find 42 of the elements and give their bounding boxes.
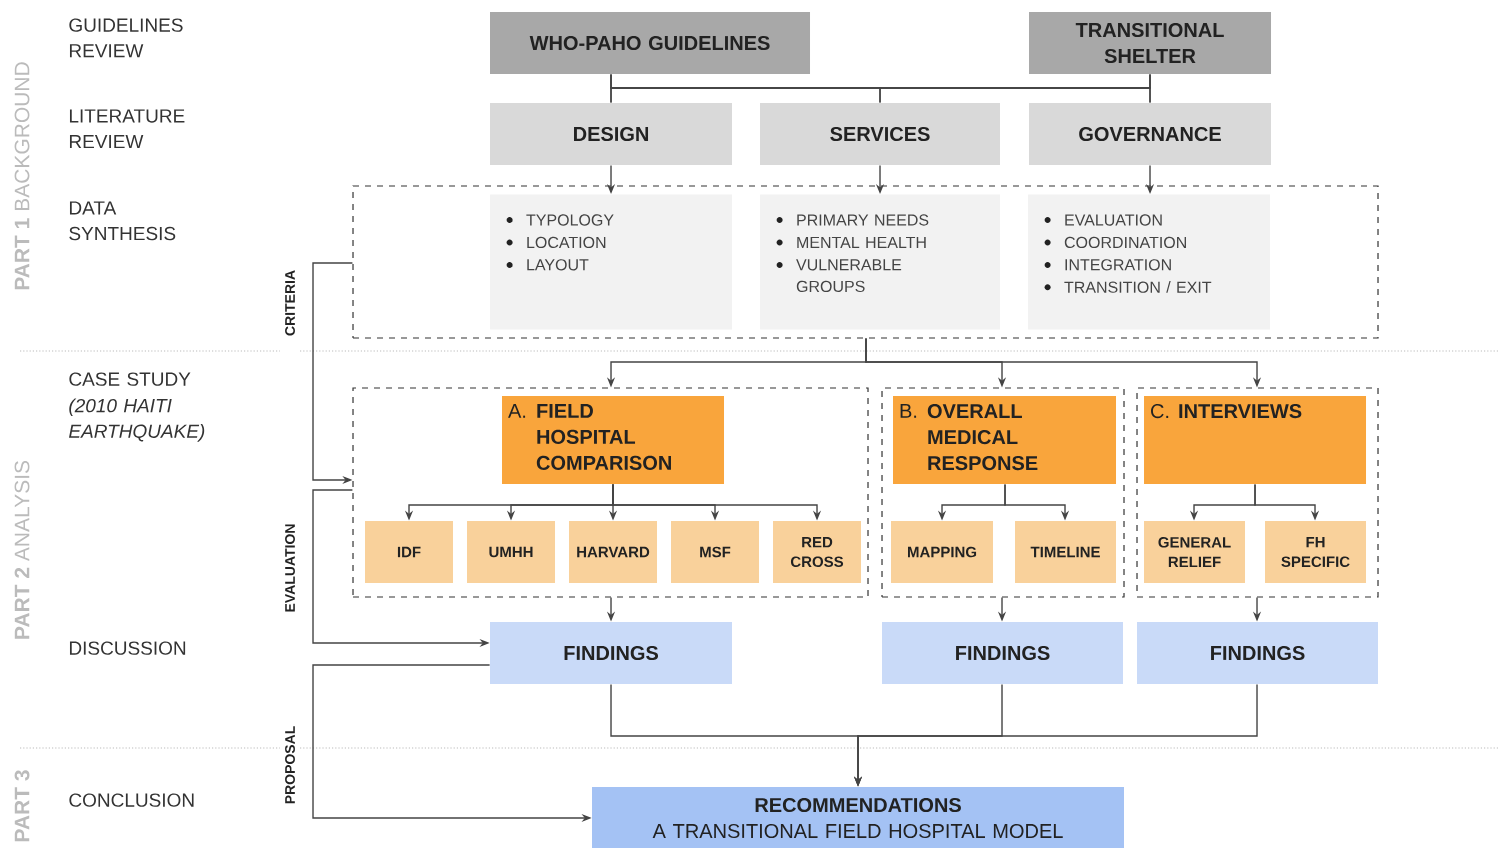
connector [610, 73, 1151, 104]
bullet-list-box: PRIMARY NEEDS MENTAL HEALTH VULNERABLE GROUPS [760, 194, 1000, 330]
dashed-frame [352, 387, 869, 598]
source-box: TIMELINE [1015, 521, 1116, 583]
edge-label: EVALUATION [283, 521, 297, 615]
source-box: FH SPECIFIC [1265, 521, 1366, 583]
bullet-list-box: EVALUATION COORDINATION INTEGRATION TRANSITION / EXIT [1028, 194, 1270, 330]
part-label: PART 2 ANALYSIS [14, 460, 30, 639]
row-label: LITERATURE REVIEW [70, 109, 185, 149]
findings-box: FINDINGS [882, 622, 1123, 684]
bullet-list-box: TYPOLOGY LOCATION LAYOUT [490, 194, 732, 330]
edge-label: CRITERIA [283, 267, 297, 339]
row-label: DISCUSSION [70, 641, 186, 655]
method-box: C. INTERVIEWS [1144, 396, 1366, 484]
method-box: B. OVERALL MEDICAL RESPONSE [893, 396, 1116, 484]
dashed-frame [881, 387, 1125, 598]
row-label: CONCLUSION [69, 793, 194, 807]
findings-box: FINDINGS [1137, 622, 1378, 684]
category-box: DESIGN [490, 103, 732, 165]
row-label: CASE STUDY [69, 372, 191, 386]
source-box: HARVARD [569, 521, 657, 583]
source-box: UMHH [467, 521, 555, 583]
dashed-frame [1136, 387, 1379, 598]
category-box: GOVERNANCE [1029, 103, 1271, 165]
dashed-frame [352, 185, 1379, 339]
source-box: MAPPING [891, 521, 993, 583]
method-box: A. FIELD HOSPITAL COMPARISON [502, 396, 724, 484]
header-box: WHO-PAHO GUIDELINES [490, 12, 810, 74]
row-label: GUIDELINES REVIEW [69, 18, 183, 58]
findings-box: FINDINGS [490, 622, 732, 684]
part-label: PART 1 BACKGROUND [14, 62, 30, 290]
source-box: MSF [671, 521, 759, 583]
recommendation-box: RECOMMENDATIONS A TRANSITIONAL FIELD HOSPITAL MODEL [592, 787, 1124, 848]
part-label: PART 3 [14, 770, 30, 842]
source-box: RED CROSS [773, 521, 861, 583]
category-box: SERVICES [760, 103, 1000, 165]
header-box: TRANSITIONAL SHELTER [1029, 12, 1271, 74]
source-box: IDF [365, 521, 453, 583]
source-box: GENERAL RELIEF [1144, 521, 1245, 583]
edge-label: PROPOSAL [283, 723, 297, 807]
row-label: DATA SYNTHESIS [69, 201, 176, 241]
row-label: (2010 HAITI EARTHQUAKE) [69, 398, 205, 442]
